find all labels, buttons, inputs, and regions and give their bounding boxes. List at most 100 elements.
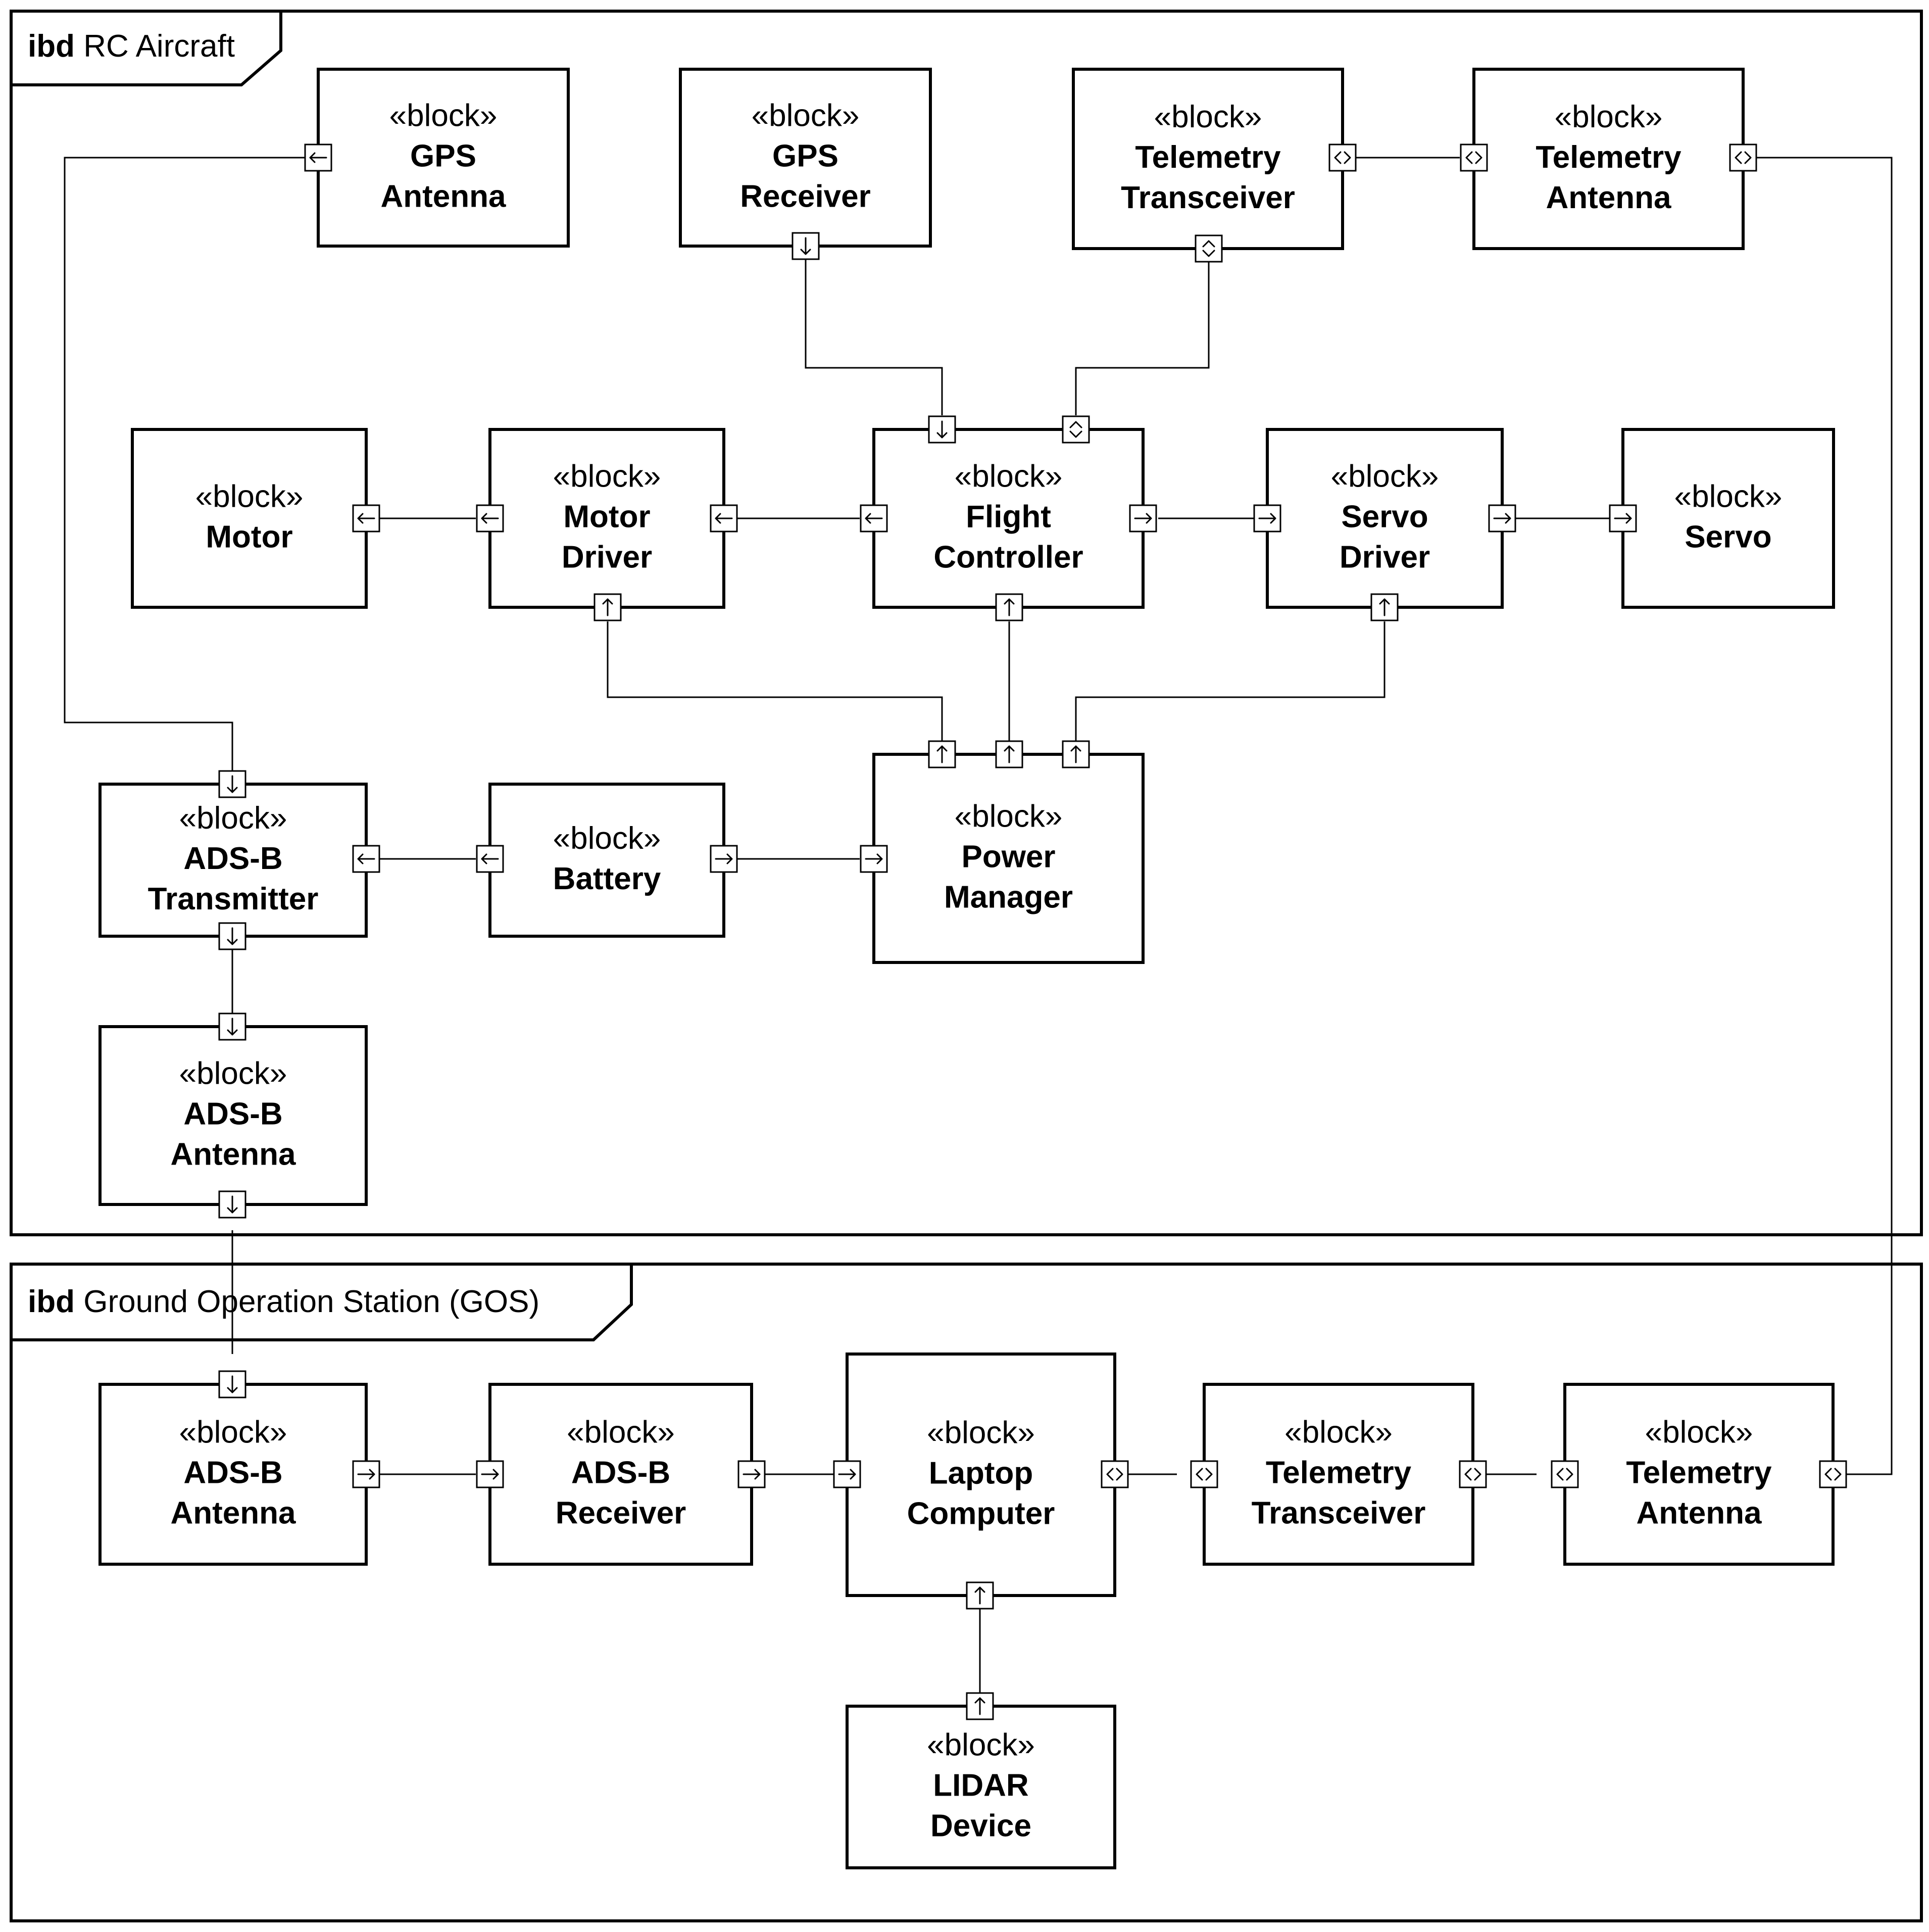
block-stereotype: «block» <box>955 459 1063 494</box>
port-direction-icon <box>1258 513 1276 524</box>
port-direction-icon <box>974 1586 985 1605</box>
port-direction-icon <box>1735 151 1752 164</box>
connector-power-manager-motor-driver <box>607 621 943 741</box>
adsb-antenna-in-port <box>218 1012 246 1041</box>
port-direction-icon <box>1493 513 1511 524</box>
block-name-line: Telemetry <box>1266 1456 1412 1490</box>
frame-ground-operation-station: ibd Ground Operation Station (GOS) <box>10 1263 1923 1922</box>
power-manager-in-port <box>860 845 888 873</box>
frame-title-rc-aircraft: ibd RC Aircraft <box>28 29 235 64</box>
port-direction-icon <box>357 853 375 864</box>
block-name-line: Manager <box>944 880 1073 915</box>
connector-gps-receiver-flight-controller <box>805 260 943 415</box>
block-stereotype: «block» <box>179 801 287 836</box>
block-stereotype: «block» <box>1154 100 1262 134</box>
block-stereotype: «block» <box>1555 100 1663 134</box>
motor-in-port <box>352 504 380 533</box>
block-name-line: Transmitter <box>148 882 319 916</box>
block-name-line: Receiver <box>740 179 871 214</box>
block-stereotype: «block» <box>389 99 498 133</box>
block-stereotype: «block» <box>179 1415 287 1450</box>
battery-out-left-port <box>476 845 504 873</box>
block-name-line: Transceiver <box>1121 180 1295 215</box>
port-direction-icon <box>1004 598 1015 616</box>
frame-rc-aircraft: ibd RC Aircraft <box>10 10 1923 1236</box>
block-name-line: LIDAR <box>933 1768 1028 1803</box>
port-direction-icon <box>227 1375 238 1393</box>
block-name-line: Antenna <box>171 1137 296 1172</box>
port-direction-icon <box>309 152 327 163</box>
port-direction-icon <box>800 237 811 255</box>
block-name-line: GPS <box>410 139 476 174</box>
block-name-line: Servo <box>1341 500 1428 535</box>
port-direction-icon <box>865 513 883 524</box>
port-direction-icon <box>1379 598 1390 616</box>
port-direction-icon <box>1824 1468 1842 1481</box>
block-name-line: Antenna <box>1546 180 1672 215</box>
block-battery: «block»Battery <box>488 783 725 938</box>
telemetry-antenna-gos-right-port <box>1819 1460 1847 1488</box>
block-stereotype: «block» <box>1645 1415 1753 1450</box>
block-name-line: Telemetry <box>1536 140 1681 175</box>
block-name-line: Battery <box>553 861 661 896</box>
frame-keyword: ibd <box>28 29 75 64</box>
adsb-transmitter-power-port <box>352 845 380 873</box>
block-name-line: Computer <box>907 1496 1055 1531</box>
block-name-line: Power <box>961 840 1055 875</box>
block-name-line: GPS <box>772 139 838 174</box>
adsb-transmitter-out-port <box>218 922 246 950</box>
port-direction-icon <box>481 853 499 864</box>
port-direction-icon <box>1202 240 1215 257</box>
adsb-antenna-gos-in-port <box>218 1370 246 1398</box>
port-direction-icon <box>715 513 733 524</box>
port-direction-icon <box>838 1469 856 1480</box>
flight-controller-telemetry-port <box>1062 415 1090 444</box>
block-name-line: Controller <box>933 540 1083 575</box>
frame-name: Ground Operation Station (GOS) <box>83 1284 539 1319</box>
flight-controller-servo-port <box>1129 504 1157 533</box>
port-direction-icon <box>481 513 499 524</box>
block-stereotype: «block» <box>567 1415 675 1450</box>
port-direction-icon <box>865 853 883 864</box>
power-manager-fc-port <box>995 740 1023 768</box>
port-direction-icon <box>1465 151 1482 164</box>
connector-telemetry-antenna-air-ground <box>1757 157 1893 1475</box>
connectors <box>64 157 1893 1693</box>
gps-receiver-out-port <box>792 232 820 260</box>
laptop-telemetry-port <box>1101 1460 1129 1488</box>
block-stereotype: «block» <box>955 799 1063 834</box>
battery-out-right-port <box>710 845 738 873</box>
port-direction-icon <box>936 420 948 439</box>
port-direction-icon <box>1556 1468 1573 1481</box>
port-direction-icon <box>1196 1468 1213 1481</box>
block-name-line: Laptop <box>929 1456 1033 1491</box>
connector-power-manager-servo-driver <box>1075 621 1386 741</box>
port-direction-icon <box>1004 745 1015 763</box>
motor-driver-power-port <box>593 593 622 621</box>
port-direction-icon <box>1106 1468 1123 1481</box>
port-direction-icon <box>1334 151 1351 164</box>
block-stereotype: «block» <box>195 479 304 514</box>
port-direction-icon <box>715 853 733 864</box>
block-name-line: Receiver <box>556 1496 686 1531</box>
connector-telemetry-transceiver-flight-controller <box>1075 262 1210 415</box>
servo-driver-out-port <box>1488 504 1516 533</box>
flight-controller-gps-port <box>928 415 956 444</box>
block-stereotype: «block» <box>927 1416 1035 1451</box>
blocks: «block» GPS Antenna «block» GPS Receiver «bl… <box>98 68 1835 1869</box>
telemetry-antenna-left-port <box>1460 143 1488 172</box>
motor-driver-in-port <box>710 504 738 533</box>
block-stereotype: «block» <box>1284 1415 1393 1450</box>
power-manager-motor-port <box>928 740 956 768</box>
telemetry-antenna-gos-left-port <box>1551 1460 1579 1488</box>
connector-gps-antenna-adsb-transmitter <box>64 157 305 784</box>
